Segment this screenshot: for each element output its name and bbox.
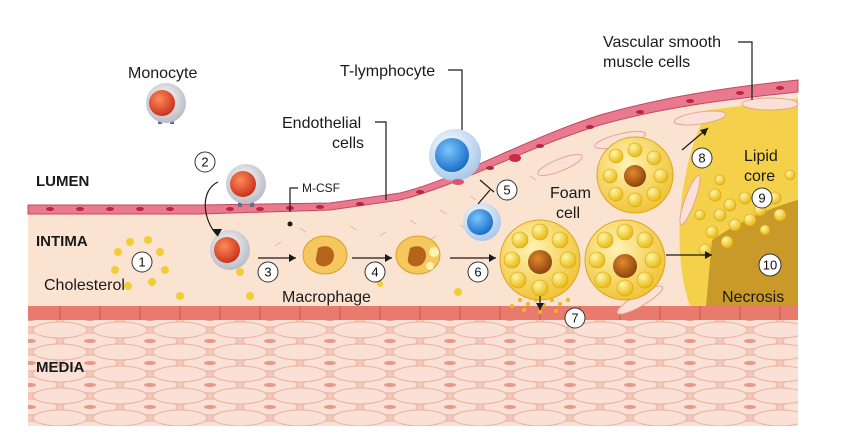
- foam-cell-2: [584, 219, 666, 301]
- svg-text:9: 9: [758, 191, 765, 206]
- label-monocyte: Monocyte: [128, 65, 197, 82]
- media-layer: [28, 306, 798, 426]
- label-foam: Foam: [550, 185, 591, 202]
- label-lumen: LUMEN: [36, 173, 89, 190]
- t-lymphocyte-intima: [463, 203, 501, 241]
- label-lipid: Lipid: [744, 148, 778, 165]
- leader-lines: [289, 41, 753, 212]
- label-core: core: [744, 168, 775, 185]
- label-vascular-smooth: Vascular smooth: [603, 34, 721, 51]
- label-foam-cell: cell: [556, 205, 580, 222]
- step-badge-5: 5: [496, 179, 518, 201]
- foam-cell-3: [596, 136, 674, 214]
- monocyte-adhering: [226, 164, 266, 207]
- label-t-lymphocyte: T-lymphocyte: [340, 63, 435, 80]
- svg-text:8: 8: [698, 151, 705, 166]
- monocyte-lumen: [146, 83, 186, 124]
- svg-text:3: 3: [264, 265, 271, 280]
- label-mcsf: M-CSF: [302, 181, 340, 195]
- mcsf-marker: [287, 221, 293, 227]
- step-badge-9: 9: [751, 187, 773, 209]
- adhesion-molecule: [509, 154, 521, 162]
- endothelium: [27, 79, 799, 215]
- step-badge-8: 8: [691, 147, 713, 169]
- svg-text:10: 10: [763, 258, 777, 273]
- label-intima: INTIMA: [36, 233, 88, 250]
- svg-text:5: 5: [503, 183, 510, 198]
- label-necrosis: Necrosis: [722, 289, 784, 306]
- cholesterol-droplets: [111, 236, 462, 300]
- label-muscle-cells: muscle cells: [603, 54, 690, 71]
- svg-text:7: 7: [571, 311, 578, 326]
- step-badge-6: 6: [467, 261, 489, 283]
- t-lymphocyte-lumen: [429, 129, 481, 185]
- step-badge-1: 1: [131, 251, 153, 273]
- macrophage-2: [395, 235, 441, 275]
- step-badge-4: 4: [364, 261, 386, 283]
- step-badge-7: 7: [564, 307, 586, 329]
- necrosis-region: [706, 200, 798, 306]
- label-cholesterol: Cholesterol: [44, 277, 125, 294]
- label-endothelial: Endothelial: [282, 115, 361, 132]
- label-media: MEDIA: [36, 359, 85, 376]
- label-cells: cells: [332, 135, 364, 152]
- step-badge-10: 10: [758, 253, 782, 277]
- step-badge-2: 2: [194, 151, 216, 173]
- step-badge-3: 3: [257, 261, 279, 283]
- svg-text:6: 6: [474, 265, 481, 280]
- svg-text:4: 4: [371, 265, 378, 280]
- macrophage-1: [302, 235, 348, 275]
- arrow-heads: [212, 128, 712, 310]
- label-macrophage: Macrophage: [282, 289, 371, 306]
- monocyte-migrated: [210, 230, 250, 270]
- svg-text:2: 2: [201, 155, 208, 170]
- svg-text:1: 1: [138, 255, 145, 270]
- process-arrows: [204, 127, 712, 310]
- foam-cell-1: [499, 219, 581, 301]
